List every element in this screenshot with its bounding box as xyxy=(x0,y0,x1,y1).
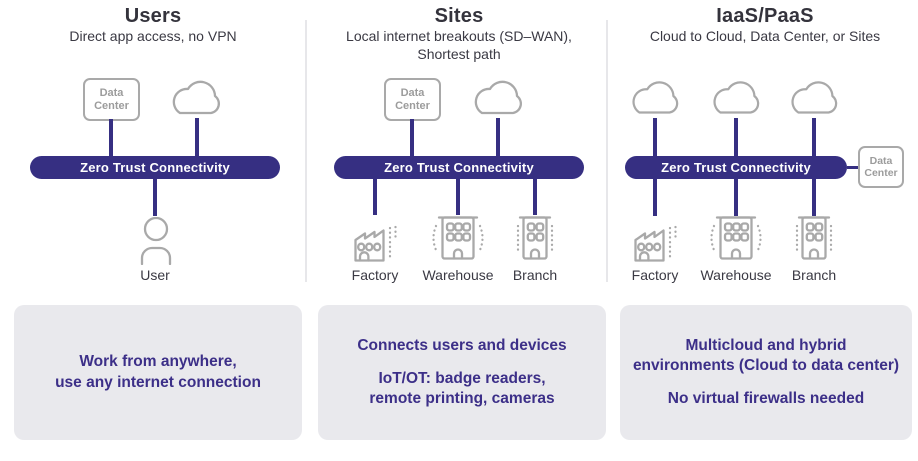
connector-line xyxy=(195,118,199,157)
warehouse-icon xyxy=(705,214,767,260)
connector-line xyxy=(373,179,377,215)
branch-icon xyxy=(512,214,558,260)
datacenter-node: Data Center xyxy=(83,78,140,121)
connector-line xyxy=(812,118,816,157)
connector-line xyxy=(653,179,657,216)
connector-line xyxy=(533,179,537,215)
column-iaas-paas: IaaS/PaaS Cloud to Cloud, Data Center, o… xyxy=(612,0,918,461)
note-paragraph: Work from anywhere, use any internet con… xyxy=(55,353,261,391)
column-users: Users Direct app access, no VPN Data Cen… xyxy=(0,0,306,461)
node-label-warehouse: Warehouse xyxy=(422,267,494,283)
column-sites: Sites Local internet breakouts (SD–WAN),… xyxy=(306,0,612,461)
connector-line xyxy=(812,179,816,216)
note-paragraph: IoT/OT: badge readers, remote printing, … xyxy=(369,369,555,408)
datacenter-node: Data Center xyxy=(858,146,904,188)
branch-icon xyxy=(791,214,837,260)
warehouse-icon xyxy=(427,214,489,260)
node-label-branch: Branch xyxy=(512,267,558,283)
connector-line xyxy=(456,179,460,215)
connector-line xyxy=(109,119,113,157)
node-label-factory: Factory xyxy=(631,267,679,283)
connector-line xyxy=(153,179,157,216)
note-card-users: Work from anywhere, use any internet con… xyxy=(14,305,302,440)
zero-trust-connectivity-bar: Zero Trust Connectivity xyxy=(625,156,847,179)
connector-line xyxy=(410,119,414,157)
note-paragraph: Connects users and devices xyxy=(357,336,567,354)
note-card-sites: Connects users and devices IoT/OT: badge… xyxy=(318,305,606,440)
note-paragraph: Multicloud and hybrid environments (Clou… xyxy=(632,336,900,374)
column-subtitle: Cloud to Cloud, Data Center, or Sites xyxy=(649,28,881,44)
connector-line xyxy=(734,179,738,216)
factory-icon xyxy=(349,215,405,265)
node-label-factory: Factory xyxy=(351,267,399,283)
connector-line xyxy=(734,118,738,157)
column-title: IaaS/PaaS xyxy=(716,5,814,27)
connector-line xyxy=(653,118,657,157)
zero-trust-connectivity-bar: Zero Trust Connectivity xyxy=(30,156,280,179)
column-subtitle: Local internet breakouts (SD–WAN), Short… xyxy=(346,28,572,62)
node-label-warehouse: Warehouse xyxy=(700,267,772,283)
connector-line xyxy=(496,118,500,157)
column-divider xyxy=(606,20,608,282)
factory-icon xyxy=(629,215,685,265)
note-card-iaas: Multicloud and hybrid environments (Clou… xyxy=(620,305,912,440)
column-title: Users xyxy=(124,5,182,27)
cloud-icon xyxy=(466,75,530,121)
cloud-icon xyxy=(783,75,845,121)
connector-line xyxy=(847,166,859,169)
column-title: Sites xyxy=(434,5,484,27)
datacenter-node: Data Center xyxy=(384,78,441,121)
node-label-branch: Branch xyxy=(791,267,837,283)
column-divider xyxy=(305,20,307,282)
note-paragraph: No virtual firewalls needed xyxy=(667,390,865,408)
column-subtitle: Direct app access, no VPN xyxy=(69,28,237,44)
cloud-icon xyxy=(624,75,686,121)
zero-trust-connectivity-bar: Zero Trust Connectivity xyxy=(334,156,584,179)
cloud-icon xyxy=(705,75,767,121)
user-icon xyxy=(139,217,173,265)
cloud-icon xyxy=(164,75,228,121)
node-label-user: User xyxy=(140,267,170,283)
